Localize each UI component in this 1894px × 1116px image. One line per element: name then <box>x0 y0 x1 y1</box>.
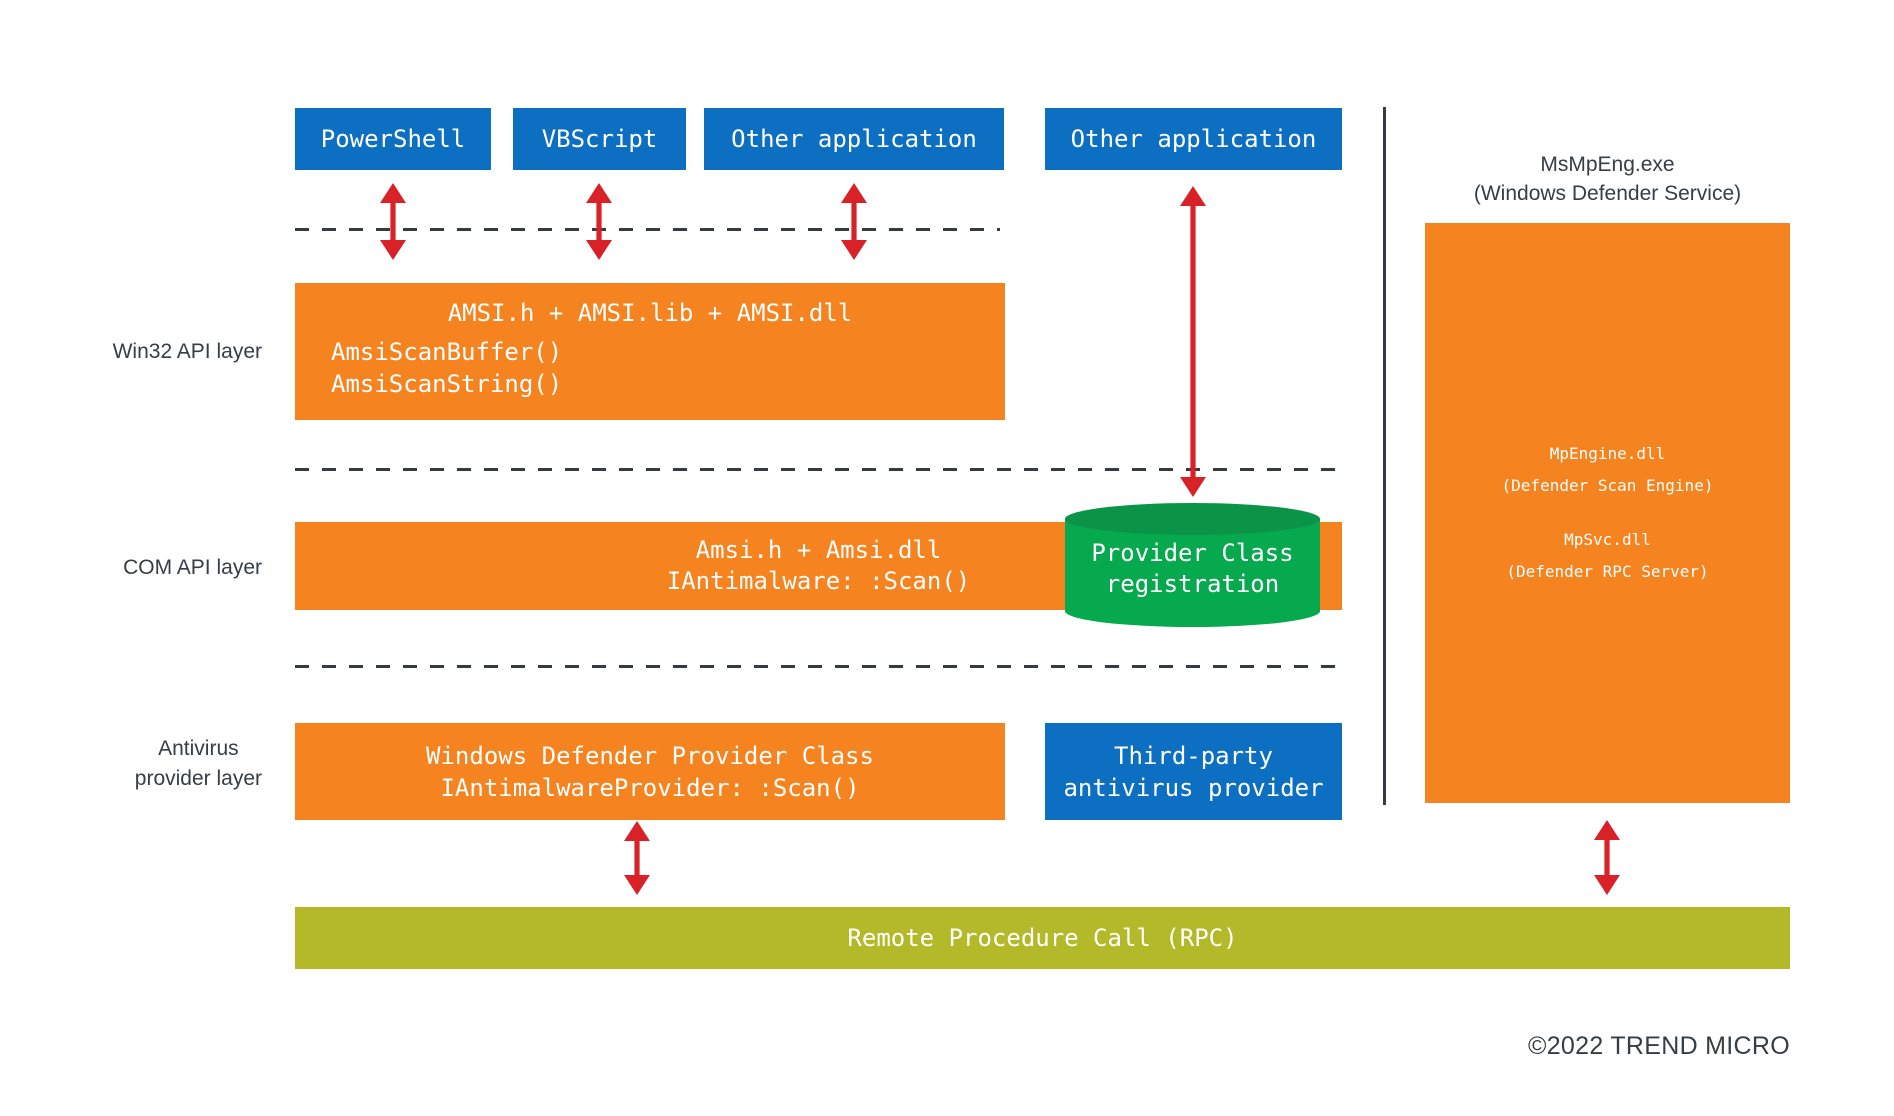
provider-registration-label-line1: Provider Class <box>1091 539 1294 567</box>
antivirus-provider-layer-label: Antivirus provider layer <box>135 734 262 794</box>
layer-divider-dashed-3 <box>295 665 1342 668</box>
section-divider-line <box>1383 107 1386 805</box>
msmpeng-service-label-line1: MsMpEng.exe <box>1540 153 1675 176</box>
rpc-bar-label: Remote Procedure Call (RPC) <box>847 924 1238 952</box>
com-api-box-line1: Amsi.h + Amsi.dll <box>695 536 942 564</box>
msmpeng-service-label: MsMpEng.exe (Windows Defender Service) <box>1425 150 1790 208</box>
cylinder-shape-icon <box>1065 503 1320 627</box>
app-box-other-application-2: Other application <box>1045 108 1342 170</box>
app-box-powershell: PowerShell <box>295 108 491 170</box>
app-box-vbscript: VBScript <box>513 108 686 170</box>
msmpeng-service-label-line2: (Windows Defender Service) <box>1473 182 1742 205</box>
third-party-antivirus-line1: Third-party <box>1114 741 1273 770</box>
windows-defender-provider-box: Windows Defender Provider Class IAntimal… <box>295 723 1005 820</box>
win32-api-box-title: AMSI.h + AMSI.lib + AMSI.dll <box>447 299 853 327</box>
win32-api-functions: AmsiScanBuffer() AmsiScanString() <box>331 336 1005 400</box>
defender-engine-line1: MpEngine.dll <box>1549 444 1666 463</box>
layer-divider-dashed-1 <box>295 228 1000 231</box>
copyright-text: ©2022 TREND MICRO <box>1527 1032 1790 1060</box>
layer-divider-dashed-2 <box>295 468 1342 471</box>
win32-api-layer-label: Win32 API layer <box>112 340 262 363</box>
com-api-layer-label: COM API layer <box>123 556 262 579</box>
defender-engine-line2: (Defender Scan Engine) <box>1501 476 1714 495</box>
bidirectional-arrow-icon-defender-rpc <box>624 821 650 895</box>
third-party-antivirus-box: Third-party antivirus provider <box>1045 723 1342 820</box>
rpc-bar: Remote Procedure Call (RPC) <box>295 907 1790 969</box>
provider-registration-label: Provider Class registration <box>1065 538 1320 600</box>
antivirus-provider-layer-label-line2: provider layer <box>134 767 262 790</box>
app-box-other-application-1: Other application <box>704 108 1004 170</box>
com-api-box-line2: IAntimalware: :Scan() <box>666 567 971 595</box>
app-box-vbscript-label: VBScript <box>541 125 658 153</box>
defender-engine-line3: MpSvc.dll <box>1564 530 1651 549</box>
windows-defender-provider-line2: IAntimalwareProvider: :Scan() <box>440 773 860 802</box>
app-box-other-application-1-label: Other application <box>731 125 977 153</box>
antivirus-provider-layer-label-line1: Antivirus <box>158 737 239 760</box>
bidirectional-arrow-icon-powershell <box>380 183 406 260</box>
bidirectional-arrow-icon-vbscript <box>586 183 612 260</box>
win32-api-function-1: AmsiScanBuffer() <box>331 338 563 366</box>
win32-api-function-2: AmsiScanString() <box>331 370 563 398</box>
windows-defender-provider-line1: Windows Defender Provider Class <box>426 741 874 770</box>
bidirectional-arrow-icon-other-app <box>841 183 867 260</box>
defender-engine-line4: (Defender RPC Server) <box>1506 562 1709 581</box>
app-box-other-application-2-label: Other application <box>1070 125 1317 153</box>
bidirectional-arrow-icon-msmpeng-rpc <box>1594 820 1620 895</box>
long-bidirectional-arrow-icon-provider-registration <box>1180 186 1206 497</box>
app-box-powershell-label: PowerShell <box>320 125 466 153</box>
win32-api-box: AMSI.h + AMSI.lib + AMSI.dll AmsiScanBuf… <box>295 283 1005 420</box>
provider-registration-cylinder: Provider Class registration <box>1065 502 1320 628</box>
defender-engine-box: MpEngine.dll (Defender Scan Engine) MpSv… <box>1425 223 1790 803</box>
third-party-antivirus-line2: antivirus provider <box>1063 773 1324 802</box>
provider-registration-label-line2: registration <box>1105 570 1280 598</box>
